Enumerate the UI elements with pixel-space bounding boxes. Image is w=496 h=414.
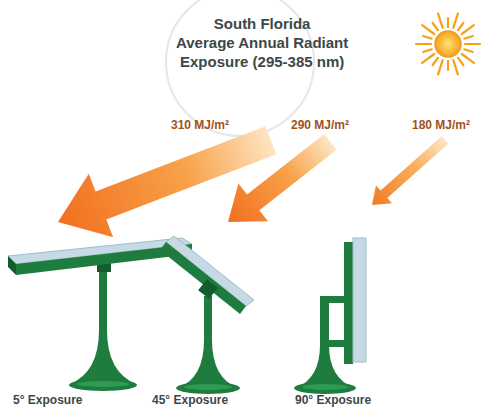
radiation-arrow (364, 131, 453, 214)
rack-90-degree (294, 238, 366, 394)
sun-ray (453, 60, 458, 74)
sun-ray (423, 36, 432, 39)
sun-ray (447, 61, 449, 70)
sun-ray (458, 58, 463, 65)
sun-ray (438, 60, 443, 74)
rack-5-degree (8, 238, 192, 391)
rack-45-degree (160, 236, 254, 394)
sun-ray (422, 54, 434, 63)
sun-ray (464, 36, 473, 39)
radiation-arrow (46, 109, 283, 254)
sun-ray (465, 43, 480, 45)
sun-ray (458, 23, 463, 30)
radiation-arrow (213, 123, 345, 241)
sun-ray (447, 18, 449, 27)
sun-ray (438, 14, 443, 28)
rack-caption: 5° Exposure (13, 393, 83, 407)
sun-ray (462, 54, 474, 63)
sun-ray (433, 23, 438, 30)
exposure-value: 290 MJ/m² (291, 118, 349, 132)
sun-ray (423, 49, 432, 52)
exposure-value: 310 MJ/m² (171, 118, 229, 132)
sun-ray (422, 25, 434, 34)
rack-caption: 90° Exposure (295, 393, 371, 407)
sun-ray (433, 58, 438, 65)
sun-ray (464, 49, 473, 52)
exposure-value: 180 MJ/m² (412, 118, 470, 132)
sun-ray (453, 14, 458, 28)
diagram-title: South Florida Average Annual Radiant Exp… (176, 14, 348, 71)
sun-ray (462, 25, 474, 34)
sun-icon (416, 14, 480, 75)
rack-caption: 45° Exposure (152, 393, 228, 407)
sun-ray (416, 43, 431, 45)
